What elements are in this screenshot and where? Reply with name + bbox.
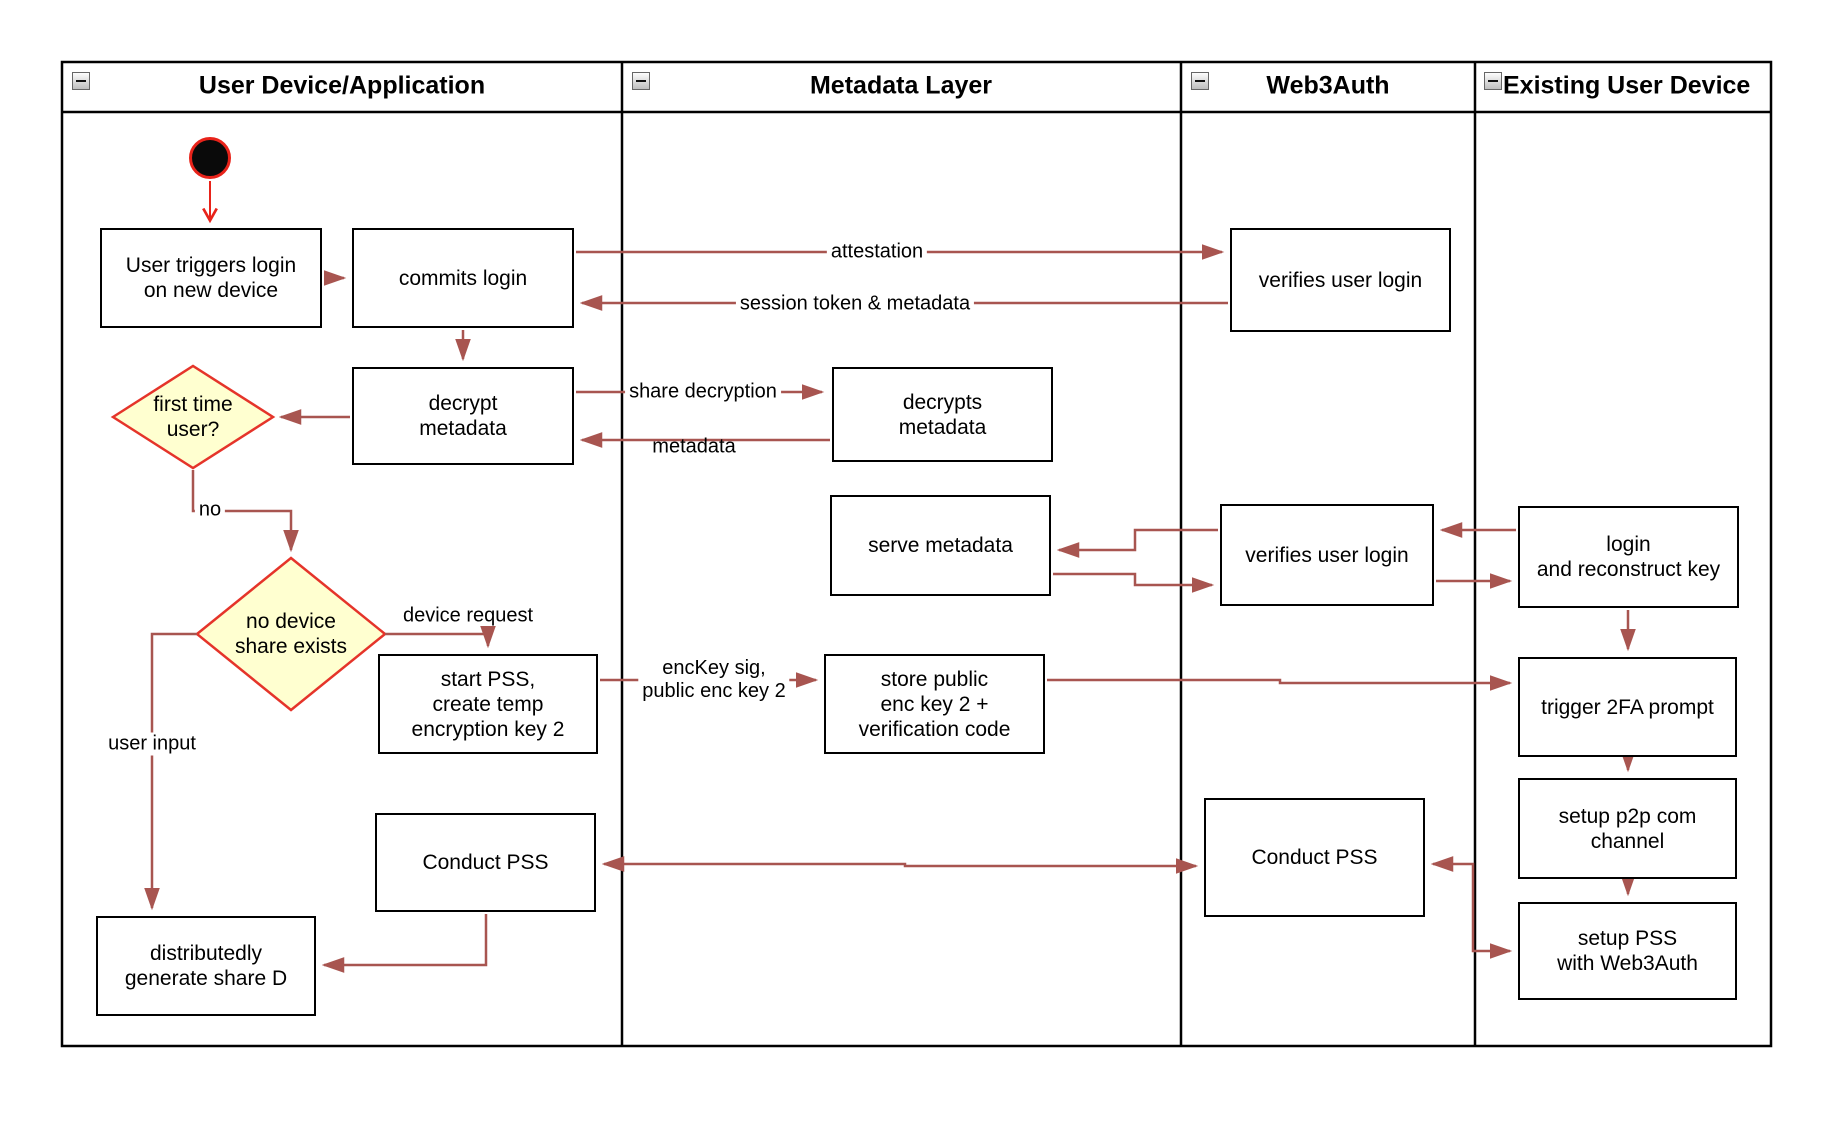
lane-title-existing-device: Existing User Device [1503, 71, 1751, 100]
decision-first-time-user[interactable] [110, 364, 276, 470]
node-serve-metadata[interactable]: serve metadata [830, 495, 1051, 596]
decision-no-device-share-label: no device share exists [234, 610, 348, 658]
collapse-lane-icon[interactable] [632, 72, 650, 90]
node-login-reconstruct-key[interactable]: login and reconstruct key [1518, 506, 1739, 608]
edge-conduct-pss-pair [601, 856, 1199, 874]
node-user-triggers-login[interactable]: User triggers login on new device [100, 228, 322, 328]
node-trigger-2fa-prompt[interactable]: trigger 2FA prompt [1518, 657, 1737, 757]
lane-title-metadata-layer: Metadata Layer [809, 71, 993, 100]
node-setup-pss-web3auth[interactable]: setup PSS with Web3Auth [1518, 902, 1737, 1000]
lane-title-user-device: User Device/Application [198, 71, 486, 100]
edge-label-user-input: user input [104, 732, 200, 756]
node-commits-login[interactable]: commits login [352, 228, 574, 328]
edge-serve-to-verifies [1053, 572, 1215, 593]
minus-icon [1488, 79, 1498, 83]
collapse-lane-icon[interactable] [1191, 72, 1209, 90]
edge-conduct-to-setup-pss [1430, 856, 1513, 959]
node-verifies-user-login-top[interactable]: verifies user login [1230, 228, 1451, 332]
node-distributedly-generate-share[interactable]: distributedly generate share D [96, 916, 316, 1016]
minus-icon [76, 79, 86, 83]
edge-label-session-token: session token & metadata [735, 292, 975, 316]
node-conduct-pss-left[interactable]: Conduct PSS [375, 813, 596, 912]
edge-label-enckey: encKey sig, public enc key 2 [638, 657, 790, 703]
edge-label-attestation: attestation [826, 240, 928, 264]
collapse-lane-icon[interactable] [72, 72, 90, 90]
minus-icon [636, 79, 646, 83]
node-verifies-user-login-mid[interactable]: verifies user login [1220, 504, 1434, 606]
edge-verifies-to-serve [1056, 528, 1218, 558]
node-setup-p2p-channel[interactable]: setup p2p com channel [1518, 778, 1737, 879]
node-conduct-pss-web3auth[interactable]: Conduct PSS [1204, 798, 1425, 917]
edge-no-branch [191, 470, 299, 553]
node-decrypts-metadata[interactable]: decrypts metadata [832, 367, 1053, 462]
edge-label-metadata: metadata [652, 435, 736, 458]
start-node[interactable] [189, 137, 231, 179]
edge-label-share-decryption: share decryption [625, 380, 781, 404]
edge-user-input [144, 632, 197, 911]
lane-title-web3auth: Web3Auth [1266, 71, 1390, 100]
collapse-lane-icon[interactable] [1484, 72, 1502, 90]
node-decrypt-metadata[interactable]: decrypt metadata [352, 367, 574, 465]
edge-label-device-request: device request [402, 604, 534, 627]
node-store-public-enc-key[interactable]: store public enc key 2 + verification co… [824, 654, 1045, 754]
edge-label-no: no [194, 498, 226, 522]
edge-device-request [385, 625, 496, 649]
decision-first-time-user-label: first time user? [153, 393, 233, 441]
swimlane-frame [60, 60, 1773, 1048]
edge-conduct-to-distributed [321, 914, 488, 973]
edge-store-to-trigger [1047, 675, 1513, 691]
node-start-pss[interactable]: start PSS, create temp encryption key 2 [378, 654, 598, 754]
minus-icon [1195, 79, 1205, 83]
